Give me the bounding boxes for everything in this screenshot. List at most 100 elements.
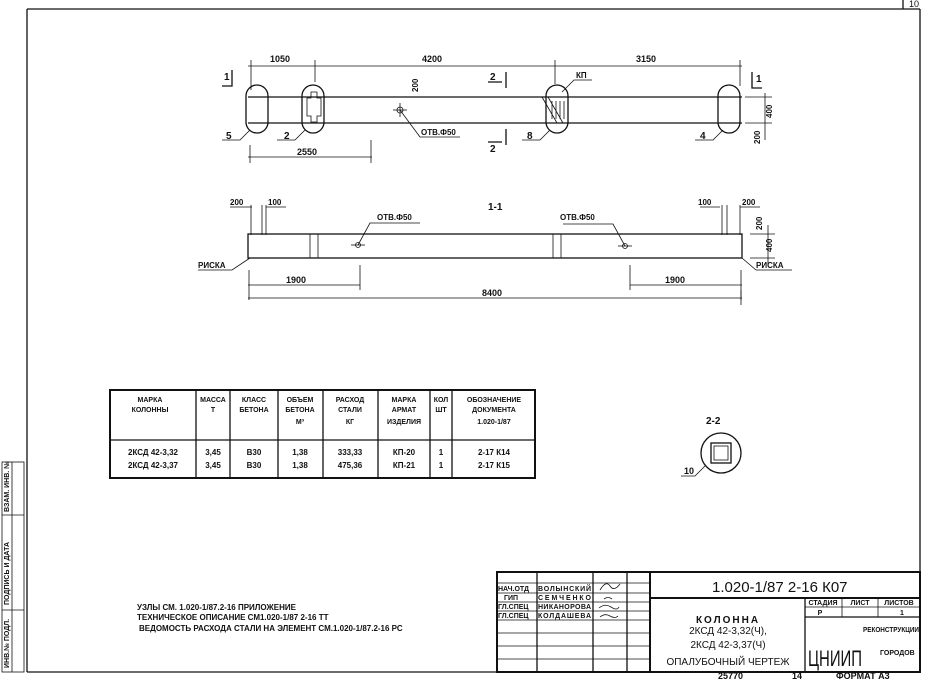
section-mark: 1 [756,74,762,85]
stage-value: Р [818,610,823,617]
hole-label: ОТВ.Ф50 [421,128,456,137]
document-number: 1.020-1/87 2-16 К07 [712,579,848,596]
note: ВЕДОМОСТЬ РАСХОДА СТАЛИ НА ЭЛЕМЕНТ СМ.1.… [139,624,403,633]
sheets-value: 1 [900,610,904,617]
col-header: Т [211,407,216,414]
stamp-label: ВЗАМ. ИНВ. № [3,461,11,512]
bottom-code: 25770 [718,671,743,680]
org-line1: РЕКОНСТРУКЦИИ [863,627,919,634]
col-header: МАРКА [138,397,163,404]
dim-200: 200 [753,130,762,144]
dim-100: 100 [698,198,712,207]
signer-role: ГЛ.СПЕЦ [498,613,529,620]
table-cell: 333,33 [338,448,363,457]
col-header: ИЗДЕЛИЯ [387,419,421,426]
hole-label-left: ОТВ.Ф50 [377,213,412,222]
section-mark: 2 [490,72,496,83]
hole-label-right: ОТВ.Ф50 [560,213,595,222]
table-cell: 1,38 [292,448,308,457]
table-cell: В30 [247,461,262,470]
table-cell: 2КСД 42-3,32 [128,448,179,457]
section-mark: 2 [490,144,496,155]
col-header: ОБОЗНАЧЕНИЕ [467,397,522,404]
title-line: КОЛОННА [696,615,760,626]
table-cell: 1 [439,448,444,457]
col-header: МАССА [200,397,226,404]
table-cell: 3,45 [205,461,221,470]
title-line: 2КСД 42-3,37(Ч) [690,640,765,651]
signer-role: ГИП [504,595,518,602]
col-header: ДОКУМЕНТА [472,407,516,414]
col-header: МАРКА [392,397,417,404]
col-header: КОЛ [434,397,449,404]
dim-400-vertical: 400 [765,238,774,252]
mark-risk-right: РИСКА [756,261,784,270]
callout-2: 2 [284,131,290,142]
plan-view: 1050 4 200 3150 ОТВ.Ф50 200 1 1 2 2 5 2 8… [222,54,774,163]
signer-name: СЕМЧЕНКО [538,595,592,602]
table-cell: КП-21 [393,461,416,470]
section-title: 2-2 [706,416,721,427]
section-2-2: 2-2 10 [681,416,742,477]
callout-kp: КП [576,71,587,80]
signer-name: НИКАНОРОВА [538,604,591,611]
note: УЗЛЫ СМ. 1.020-1/87.2-16 ПРИЛОЖЕНИЕ [137,603,297,612]
callout-4: 4 [700,131,706,142]
detail-oval-5 [245,84,269,134]
callout-10: 10 [684,466,694,476]
dim-200-vertical: 200 [755,216,764,230]
section-mark: 1 [224,72,230,83]
dim-100: 100 [268,198,282,207]
col-header: БЕТОНА [285,407,314,414]
table-cell: 2-17 К15 [478,461,511,470]
col-header: РАСХОД [336,397,365,404]
signer-name: КОЛДАШЕВА [538,613,591,620]
col-header: КОЛОННЫ [132,407,169,414]
table-cell: 1,38 [292,461,308,470]
table-cell: КП-20 [393,448,416,457]
callout-5: 5 [226,131,232,142]
format-label: ФОРМАТ А3 [836,671,890,680]
col-header: СТАЛИ [338,407,362,414]
signer-role: НАЧ.ОТД [498,586,529,593]
detail-oval-2 [301,84,325,134]
notes: УЗЛЫ СМ. 1.020-1/87.2-16 ПРИЛОЖЕНИЕ ТЕХН… [137,603,403,633]
col-header: 1.020-1/87 [477,419,511,426]
col-header: КЛАСС [242,397,266,404]
detail-oval-8 [545,84,569,134]
table-cell: 475,36 [338,461,363,470]
title-block: НАЧ.ОТД ВОЛЫНСКИЙ ГИП СЕМЧЕНКО ГЛ.СПЕЦ Н… [496,571,921,680]
stage-header: СТАДИЯ [808,600,837,607]
dim-200: 200 [411,78,420,92]
sheets-header: ЛИСТОВ [884,600,913,607]
table-cell: 2-17 К14 [478,448,511,457]
col-header: ШТ [435,407,447,414]
org-logo: ЦНИИП [808,646,862,671]
org-line2: ГОРОДОВ [880,650,915,657]
callout-8: 8 [527,131,533,142]
dim-1050: 1050 [270,54,290,64]
signer-name: ВОЛЫНСКИЙ [538,584,591,593]
section-title: 1-1 [488,202,503,213]
title-line: ОПАЛУБОЧНЫЙ ЧЕРТЕЖ [666,655,790,668]
stamp-label: ПОДПИСЬ И ДАТА [4,542,11,605]
dim-400: 400 [765,104,774,118]
bottom-page: 14 [792,671,802,680]
signatures-scribbles [598,583,621,618]
table-cell: 2КСД 42-3,37 [128,461,179,470]
section-1-1: 1-1 ОТВ.Ф50 ОТВ.Ф50 200 100 100 200 200 … [198,198,792,305]
dim-200: 200 [742,198,756,207]
table-cell: В30 [247,448,262,457]
spec-table: МАРКА КОЛОННЫ МАССА Т КЛАСС БЕТОНА ОБЪЕМ… [109,389,536,479]
table-cell: 3,45 [205,448,221,457]
dim-3150: 3150 [636,54,656,64]
stamp-label: ИНВ.№ ПОДЛ. [3,619,11,668]
title-line: 2КСД 42-3,32(Ч), [689,626,767,637]
side-stamp: ИНВ.№ ПОДЛ. ПОДПИСЬ И ДАТА ВЗАМ. ИНВ. № [1,461,25,673]
table-cell: 1 [439,461,444,470]
col-header: ОБЪЕМ [287,397,314,404]
mark-risk-left: РИСКА [198,261,226,270]
col-header: КГ [346,419,354,426]
dim-8400: 8400 [482,288,502,298]
